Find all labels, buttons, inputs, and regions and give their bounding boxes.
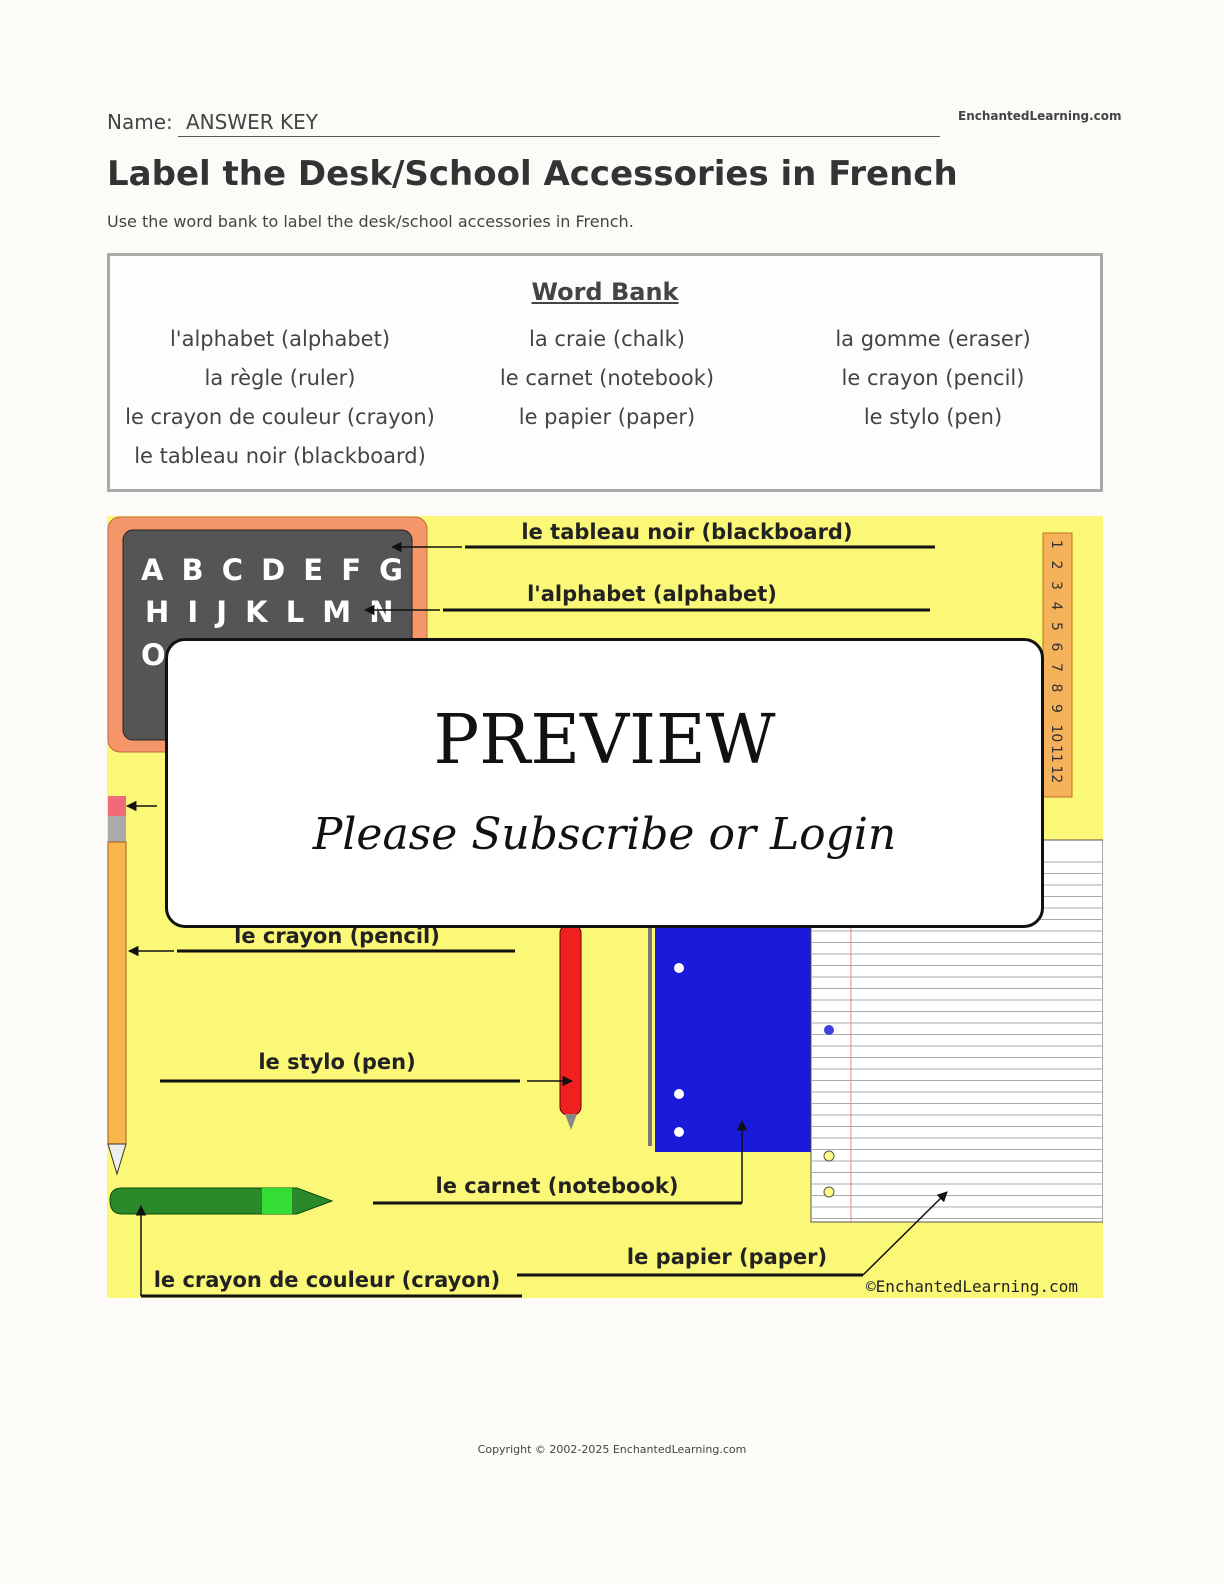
ruler-number: 11 [1048, 745, 1064, 763]
eraser [108, 796, 126, 816]
letters-row: O [141, 638, 166, 672]
name-field: ANSWER KEY [178, 110, 940, 137]
site-logo[interactable]: EnchantedLearning.com [958, 109, 1122, 123]
ruler-number: 4 [1048, 602, 1064, 611]
subscribe-login-link[interactable]: Please Subscribe or Login [312, 809, 897, 860]
word-bank-column: l'alphabet (alphabet) la règle (ruler) l… [115, 320, 445, 476]
crayon [109, 1187, 334, 1215]
ruler-number: 2 [1048, 561, 1064, 570]
word-bank-item: la craie (chalk) [529, 327, 685, 351]
instructions: Use the word bank to label the desk/scho… [107, 212, 634, 231]
label-pencil: le crayon (pencil) [234, 924, 440, 948]
word-bank-column: la gomme (eraser) le crayon (pencil) le … [768, 320, 1098, 437]
word-bank-item: la règle (ruler) [204, 366, 356, 390]
blackboard-letters: A B C D E F G H I J K L M N O [141, 553, 407, 672]
word-bank-item: le papier (paper) [518, 405, 696, 429]
word-bank-item: le stylo (pen) [863, 405, 1003, 429]
label-blackboard: le tableau noir (blackboard) [521, 520, 852, 544]
label-pen: le stylo (pen) [258, 1050, 415, 1074]
label-alphabet: l'alphabet (alphabet) [527, 582, 777, 606]
word-bank-item: le tableau noir (blackboard) [134, 444, 426, 468]
ruler-number: 3 [1048, 581, 1064, 590]
illustration-credit: ©EnchantedLearning.com [866, 1277, 1078, 1296]
pencil-tip [107, 1143, 127, 1176]
letters-row: A B C D E F G [141, 553, 407, 587]
notebook [655, 925, 811, 1152]
pencil [107, 841, 127, 1145]
ruler-number: 1 [1048, 540, 1064, 549]
ruler-number: 12 [1048, 766, 1064, 784]
name-label: Name: [107, 110, 173, 134]
footer-copyright: Copyright © 2002-2025 EnchantedLearning.… [477, 1443, 747, 1456]
ruler-number: 9 [1048, 704, 1064, 713]
ruler [1042, 532, 1073, 798]
word-bank-item: l'alphabet (alphabet) [169, 327, 391, 351]
ruler-number: 5 [1048, 622, 1064, 631]
preview-title: PREVIEW [433, 701, 776, 780]
word-bank-item: la gomme (eraser) [835, 327, 1031, 351]
letters-row: H I J K L M N [145, 595, 398, 629]
word-bank-item: le crayon de couleur (crayon) [125, 405, 435, 429]
ruler-number: 6 [1048, 643, 1064, 652]
pen [559, 924, 582, 1116]
word-bank-item: le crayon (pencil) [841, 366, 1025, 390]
label-notebook: le carnet (notebook) [436, 1174, 679, 1198]
word-bank-title: Word Bank [531, 278, 679, 306]
label-crayon: le crayon de couleur (crayon) [154, 1268, 501, 1292]
preview-overlay[interactable]: PREVIEW Please Subscribe or Login [165, 638, 1044, 928]
word-bank-column: la craie (chalk) le carnet (notebook) le… [442, 320, 772, 437]
word-bank-item: le carnet (notebook) [499, 366, 715, 390]
ruler-number: 10 [1048, 725, 1064, 743]
label-paper: le papier (paper) [627, 1245, 827, 1269]
ruler-number: 7 [1048, 663, 1064, 672]
word-bank: Word Bank l'alphabet (alphabet) la règle… [107, 253, 1103, 492]
ruler-number: 8 [1048, 684, 1064, 693]
page-title: Label the Desk/School Accessories in Fre… [107, 154, 958, 194]
